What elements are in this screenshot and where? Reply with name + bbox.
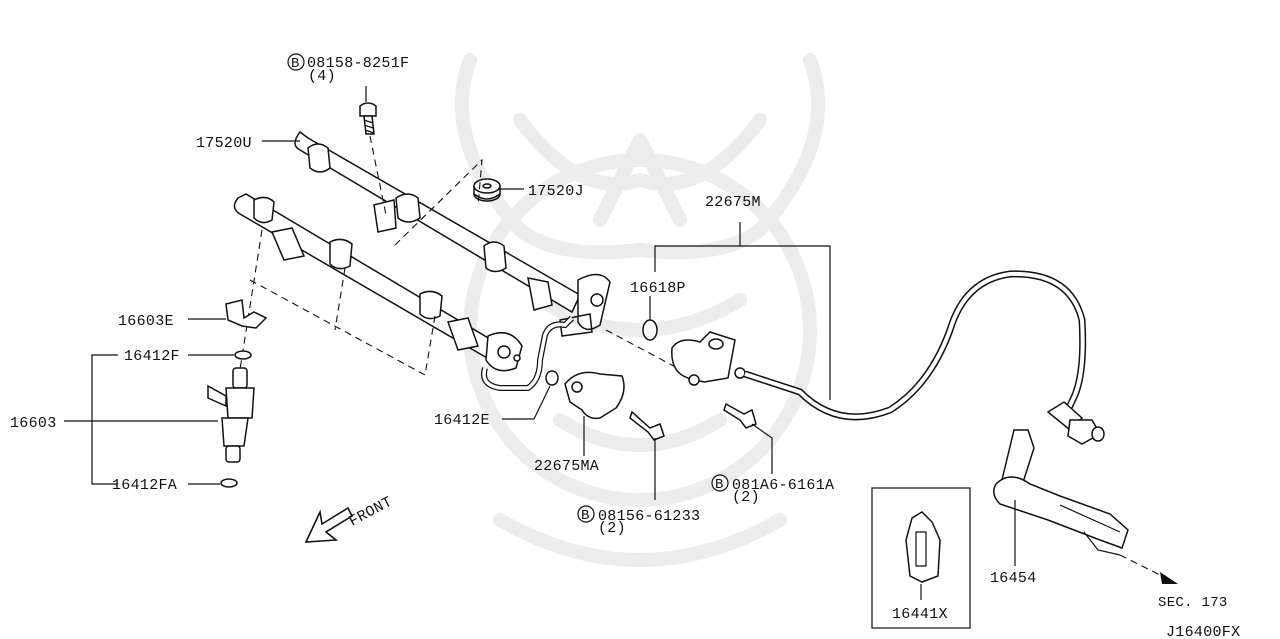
label-22675m: 22675M xyxy=(705,194,761,211)
oring-16412f[interactable] xyxy=(234,350,252,360)
label-08156-61233: 08156-61233 xyxy=(598,508,700,525)
label-16618p: 16618P xyxy=(630,280,686,297)
label-081a6-qty: (2) xyxy=(732,489,760,506)
svg-text:B: B xyxy=(581,508,590,524)
label-16412fa: 16412FA xyxy=(112,477,177,494)
spacer-17520j[interactable] xyxy=(473,178,501,202)
pressure-regulator-22675m[interactable] xyxy=(671,331,746,386)
label-17520j: 17520J xyxy=(528,183,584,200)
leader-lines xyxy=(64,86,1016,600)
front-arrow-icon xyxy=(304,506,354,543)
label-16454: 16454 xyxy=(990,570,1037,587)
detail-box-16441x xyxy=(871,487,971,629)
label-08156-qty: (2) xyxy=(598,520,626,537)
label-16603: 16603 xyxy=(10,415,57,432)
damper-22675ma[interactable] xyxy=(564,371,625,420)
bolt-symbol-081a6: B xyxy=(711,474,729,493)
oring-16412e[interactable] xyxy=(545,370,559,386)
upper-fuel-rail[interactable] xyxy=(294,130,611,337)
insulator-16603e[interactable] xyxy=(225,299,268,329)
clamp-16454[interactable] xyxy=(993,429,1129,556)
label-sec-173: SEC. 173 xyxy=(1158,595,1228,611)
lower-fuel-rail[interactable] xyxy=(233,193,523,372)
label-08158-qty: (4) xyxy=(308,68,336,85)
label-16441x: 16441X xyxy=(892,606,948,623)
label-16603e: 16603E xyxy=(118,313,174,330)
bolt-08158-8251f[interactable] xyxy=(359,102,377,135)
label-17520u: 17520U xyxy=(196,135,252,152)
section-arrow-icon xyxy=(1160,572,1178,584)
label-16412f: 16412F xyxy=(124,348,180,365)
diagram-code: J16400FX xyxy=(1166,624,1240,639)
hose-end-connector[interactable] xyxy=(1046,401,1105,445)
label-08158-8251f: 08158-8251F xyxy=(307,55,409,72)
crossover-pipe-inner xyxy=(482,316,574,390)
bolt-symbol-08158: B xyxy=(287,53,305,72)
bolt-symbol-08156: B xyxy=(577,505,595,524)
bolt-08156-61233[interactable] xyxy=(629,410,665,441)
label-16412e: 16412E xyxy=(434,412,490,429)
svg-text:B: B xyxy=(291,56,300,72)
oring-16618p[interactable] xyxy=(642,319,658,341)
label-front: FRONT xyxy=(346,494,395,531)
fuel-injector-16603[interactable] xyxy=(207,367,255,463)
bolt-081a6-6161a[interactable] xyxy=(723,402,757,429)
oring-16412fa[interactable] xyxy=(220,478,238,488)
label-22675ma: 22675MA xyxy=(534,458,599,475)
svg-text:B: B xyxy=(715,477,724,493)
label-081a6-6161a: 081A6-6161A xyxy=(732,477,834,494)
